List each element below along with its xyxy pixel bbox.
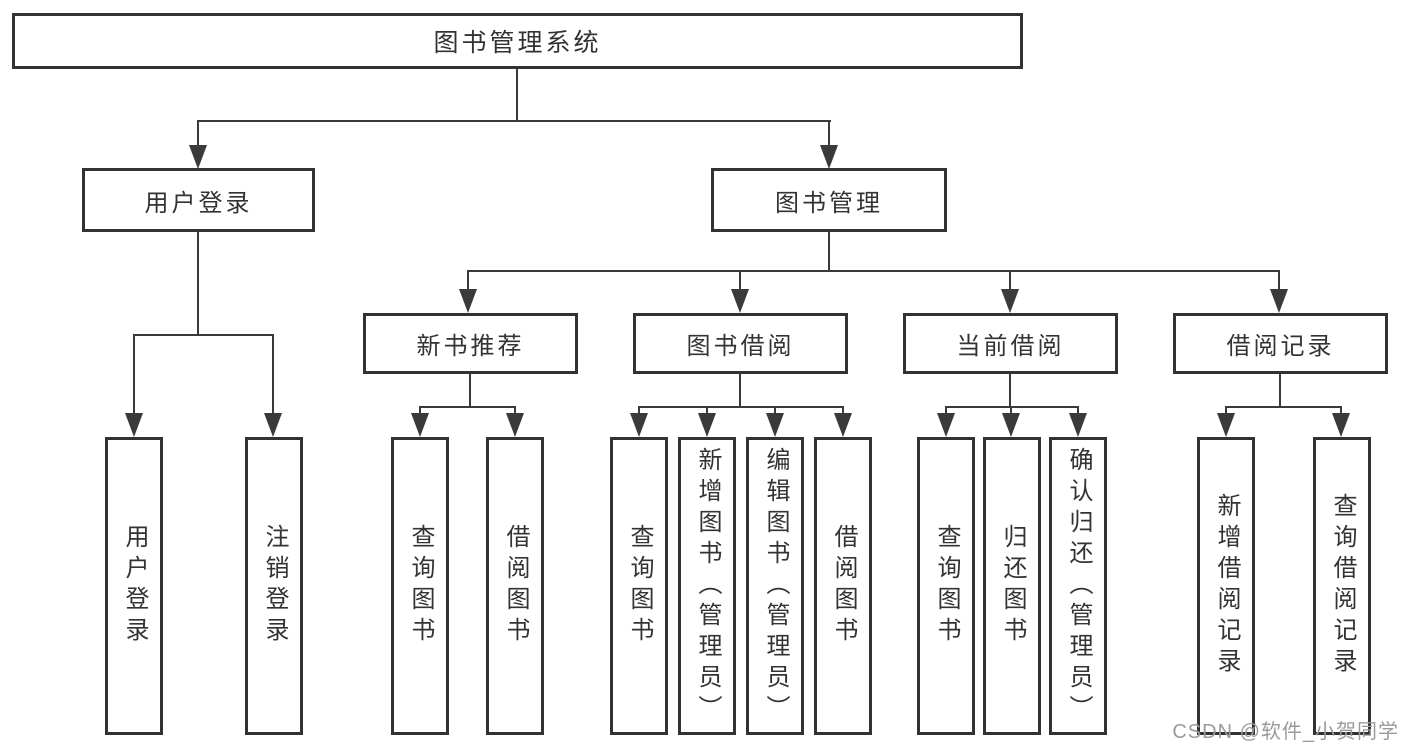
leaf-edit-book-admin: 编辑图书（管理员）	[746, 437, 804, 735]
arrowhead-leaf-user-login-icon	[125, 413, 143, 437]
arrowhead-recommend-borrow-icon	[506, 413, 524, 437]
leaf-logout-login-label: 注销登录	[261, 524, 288, 648]
node-user-login-label: 用户登录	[144, 189, 253, 217]
leaf-return-books: 归还图书	[983, 437, 1041, 735]
leaf-edit-book-admin-label: 编辑图书（管理员）	[762, 446, 789, 726]
connector-drop-recommend-query	[419, 406, 421, 418]
connector-drop-new-book-recommend	[467, 270, 469, 292]
node-user-login: 用户登录	[82, 168, 315, 232]
csdn-watermark: CSDN @软件_小贺同学	[1172, 721, 1399, 743]
arrowhead-leaf-logout-icon	[264, 413, 282, 437]
connector-drop-leaf-logout	[272, 334, 274, 416]
connector-recommend-hline	[419, 406, 516, 408]
connector-user-login-hline	[134, 334, 274, 336]
arrowhead-book-borrowing-icon	[731, 289, 749, 313]
node-current-borrowing: 当前借阅	[903, 313, 1118, 374]
node-book-management-label: 图书管理	[775, 189, 883, 217]
connector-drop-return-books	[1010, 406, 1012, 418]
connector-drop-confirm-return	[1077, 406, 1079, 418]
connector-book-management-stem	[828, 232, 830, 272]
connector-drop-leaf-user-login	[133, 334, 135, 416]
leaf-current-query-books: 查询图书	[917, 437, 975, 735]
arrowhead-add-record-icon	[1217, 413, 1235, 437]
leaf-add-borrow-record-label: 新增借阅记录	[1213, 493, 1240, 679]
connector-drop-add-book	[706, 406, 708, 418]
arrowhead-current-query-icon	[937, 413, 955, 437]
connector-drop-book-borrowing	[739, 270, 741, 292]
connector-current-hline	[945, 406, 1079, 408]
leaf-borrowing-query-books: 查询图书	[610, 437, 668, 735]
node-book-borrowing-label: 图书借阅	[686, 333, 795, 360]
node-book-management: 图书管理	[711, 168, 947, 232]
leaf-borrowing-borrow-books-label: 借阅图书	[830, 524, 857, 648]
connector-records-hline	[1225, 406, 1342, 408]
leaf-borrowing-query-books-label: 查询图书	[626, 524, 653, 648]
arrowhead-new-book-recommend-icon	[459, 289, 477, 313]
leaf-query-borrow-record: 查询借阅记录	[1313, 437, 1371, 735]
connector-current-stem	[1009, 374, 1011, 408]
connector-records-stem	[1279, 374, 1281, 408]
connector-drop-recommend-borrow	[514, 406, 516, 418]
connector-drop-current-borrowing	[1009, 270, 1011, 292]
leaf-add-borrow-record: 新增借阅记录	[1197, 437, 1255, 735]
arrowhead-add-book-icon	[698, 413, 716, 437]
connector-recommend-stem	[469, 374, 471, 408]
arrowhead-query-record-icon	[1332, 413, 1350, 437]
arrowhead-book-management-icon	[820, 145, 838, 169]
arrowhead-borrowing-query-icon	[630, 413, 648, 437]
leaf-recommend-borrow-books-label: 借阅图书	[502, 524, 529, 648]
leaf-confirm-return-admin-label: 确认归还（管理员）	[1065, 446, 1092, 726]
connector-borrowing-stem	[739, 374, 741, 408]
leaf-user-login: 用户登录	[105, 437, 163, 735]
node-current-borrowing-label: 当前借阅	[956, 333, 1065, 360]
connector-root-stem	[516, 68, 518, 122]
leaf-recommend-query-books: 查询图书	[391, 437, 449, 735]
connector-level3-hline	[467, 270, 1280, 272]
leaf-current-query-books-label: 查询图书	[933, 524, 960, 648]
arrowhead-confirm-return-icon	[1069, 413, 1087, 437]
arrowhead-borrowing-borrow-icon	[834, 413, 852, 437]
leaf-logout-login: 注销登录	[245, 437, 303, 735]
leaf-user-login-label: 用户登录	[121, 524, 148, 648]
connector-drop-borrowing-borrow	[842, 406, 844, 418]
leaf-return-books-label: 归还图书	[999, 524, 1026, 648]
node-book-borrowing: 图书借阅	[633, 313, 848, 374]
leaf-confirm-return-admin: 确认归还（管理员）	[1049, 437, 1107, 735]
arrowhead-user-login-icon	[189, 145, 207, 169]
arrowhead-edit-book-icon	[766, 413, 784, 437]
leaf-add-book-admin-label: 新增图书（管理员）	[694, 446, 721, 726]
node-root-library-system: 图书管理系统	[12, 13, 1023, 69]
node-root-label: 图书管理系统	[433, 29, 602, 57]
node-borrow-records: 借阅记录	[1173, 313, 1388, 374]
connector-drop-book-management	[828, 120, 830, 148]
arrowhead-recommend-query-icon	[411, 413, 429, 437]
arrowhead-current-borrowing-icon	[1001, 289, 1019, 313]
arrowhead-borrow-records-icon	[1270, 289, 1288, 313]
connector-drop-current-query	[945, 406, 947, 418]
leaf-query-borrow-record-label: 查询借阅记录	[1329, 493, 1356, 679]
connector-user-login-stem	[197, 232, 199, 336]
leaf-borrowing-borrow-books: 借阅图书	[814, 437, 872, 735]
arrowhead-return-books-icon	[1002, 413, 1020, 437]
node-new-book-recommend: 新书推荐	[363, 313, 578, 374]
connector-drop-user-login	[197, 120, 199, 148]
leaf-add-book-admin: 新增图书（管理员）	[678, 437, 736, 735]
connector-drop-edit-book	[774, 406, 776, 418]
connector-level1-hline	[197, 120, 831, 122]
connector-drop-borrow-records	[1278, 270, 1280, 292]
connector-drop-add-record	[1225, 406, 1227, 418]
node-borrow-records-label: 借阅记录	[1226, 333, 1335, 360]
leaf-recommend-borrow-books: 借阅图书	[486, 437, 544, 735]
connector-borrowing-hline	[638, 406, 844, 408]
connector-drop-borrowing-query	[638, 406, 640, 418]
connector-drop-query-record	[1340, 406, 1342, 418]
leaf-recommend-query-books-label: 查询图书	[407, 524, 434, 648]
node-new-book-recommend-label: 新书推荐	[416, 333, 525, 360]
